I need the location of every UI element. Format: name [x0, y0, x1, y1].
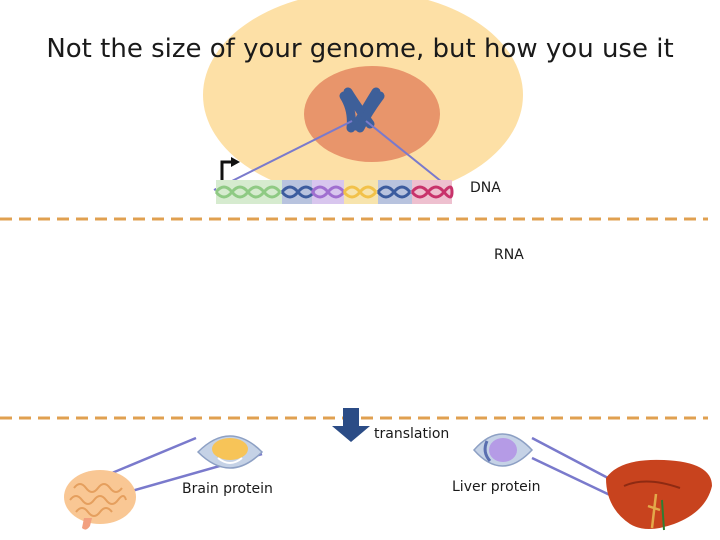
brain-protein-label: Brain protein: [182, 481, 273, 497]
connector-line-left: [213, 120, 353, 191]
down-arrow-icon: [332, 408, 370, 442]
translation-label: translation: [374, 426, 450, 442]
connector-liver-lower: [531, 456, 613, 498]
dna-segment: [412, 180, 452, 204]
page-title: Not the size of your genome, but how you…: [46, 34, 674, 64]
dna-strip: [214, 180, 454, 204]
brain-protein-icon: [196, 435, 264, 469]
liver-protein-label: Liver protein: [452, 479, 541, 495]
chromosome-icon: [339, 87, 385, 133]
liver-protein-icon: [473, 433, 534, 467]
promoter-arrow-icon: [220, 160, 232, 180]
rna-label: RNA: [494, 247, 524, 263]
brain-icon: [64, 470, 136, 530]
liver-icon: [606, 459, 712, 531]
connector-liver-upper: [531, 436, 609, 480]
dna-label: DNA: [470, 180, 501, 196]
connector-brain-upper: [99, 436, 197, 480]
connector-line-right: [365, 120, 453, 191]
